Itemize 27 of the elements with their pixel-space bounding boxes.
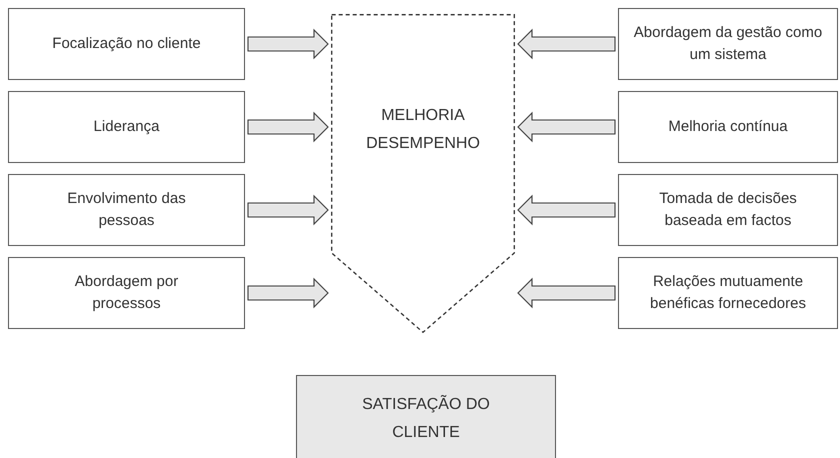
block-arrow <box>517 278 616 308</box>
box-label: Envolvimento das pessoas <box>66 189 187 231</box>
principle-box <box>8 8 245 80</box>
principle-box <box>618 91 838 163</box>
box-label: Abordagem por processos <box>74 272 180 314</box>
principle-box <box>618 8 838 80</box>
result-box <box>296 375 556 458</box>
box-label: Abordagem da gestão como um sistema <box>633 23 823 65</box>
box-label: Tomada de decisões baseada em factos <box>658 189 798 231</box>
box-label: Focalização no cliente <box>52 34 201 54</box>
principle-box <box>8 91 245 163</box>
principle-box <box>8 174 245 246</box>
principle-box <box>8 257 245 329</box>
principle-box <box>618 257 838 329</box>
pentagon-label: MELHORIA DESEMPENHO <box>365 106 481 154</box>
box-label: Liderança <box>94 117 160 137</box>
block-arrow <box>517 194 616 226</box>
box-label: Relações mutuamente benéficas fornecedores <box>649 272 807 314</box>
block-arrow <box>247 194 329 226</box>
block-arrow <box>247 112 329 142</box>
block-arrow <box>247 28 329 60</box>
block-arrow <box>517 112 616 142</box>
block-arrow <box>517 28 616 60</box>
box-label: SATISFAÇÃO DO CLIENTE <box>361 394 491 443</box>
block-arrow <box>247 278 329 308</box>
box-label: Melhoria contínua <box>668 117 788 137</box>
principle-box <box>618 174 838 246</box>
